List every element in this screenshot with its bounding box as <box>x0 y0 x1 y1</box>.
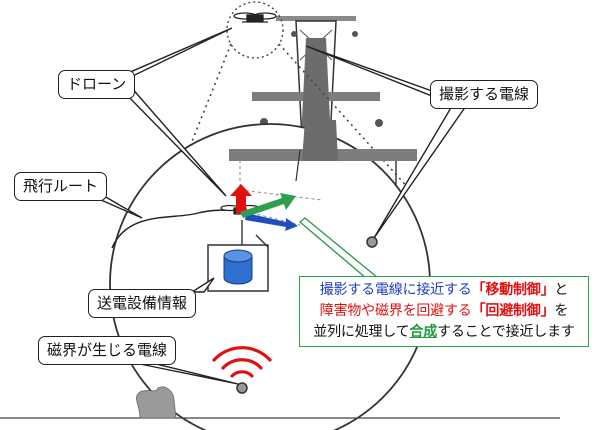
zoom-source-circle <box>226 1 284 59</box>
info-callout-pointer <box>189 277 215 293</box>
equipment-info-label: 送電設備情報 <box>88 289 197 318</box>
note-line-1: 撮影する電線に接近する「移動制御」と <box>300 280 588 301</box>
note-combine: 合成 <box>409 324 438 340</box>
zoom-lines <box>129 43 411 297</box>
note-avoid-control: 「回避制御」 <box>471 303 555 319</box>
drone-closeup <box>220 160 323 231</box>
drone-small-icon <box>233 12 277 23</box>
ground-hatch <box>136 386 177 419</box>
database-icon <box>207 220 269 292</box>
note-parallel-phrase: 並列に処理して <box>313 324 410 340</box>
note-conjunction-1: と <box>554 282 569 298</box>
control-explanation-note: 撮影する電線に接近する「移動制御」と 障害物や磁界を回避する「回避制御」を 並列… <box>299 276 589 347</box>
note-line-3: 並列に処理して合成することで接近します <box>300 322 588 343</box>
note-avoid-phrase: 障害物や磁界を回避する <box>319 303 472 319</box>
drone-label: ドローン <box>58 70 136 99</box>
target-wire-point <box>366 236 378 248</box>
flight-route-label: 飛行ルート <box>14 172 108 201</box>
note-line-2: 障害物や磁界を回避する「回避制御」を <box>300 301 588 322</box>
avoid-up-arrow <box>230 184 252 214</box>
target-wire-label: 撮影する電線 <box>430 80 539 109</box>
note-move-phrase: 撮影する電線に接近する <box>319 282 472 298</box>
magnetic-wire-label: 磁界が生じる電線 <box>38 336 177 365</box>
target-callout-pointer-2 <box>373 105 468 239</box>
note-conjunction-2: を <box>554 303 569 319</box>
up-control-arrow <box>245 213 298 231</box>
transmission-tower <box>252 16 383 141</box>
tower-closeup <box>229 120 417 186</box>
magnetic-wire-point <box>236 382 248 394</box>
note-approach-phrase: することで接近します <box>437 324 575 340</box>
magnetic-field-icon <box>212 346 272 378</box>
flight-route <box>111 209 233 249</box>
move-control-arrow <box>240 193 296 218</box>
note-move-control: 「移動制御」 <box>471 282 555 298</box>
